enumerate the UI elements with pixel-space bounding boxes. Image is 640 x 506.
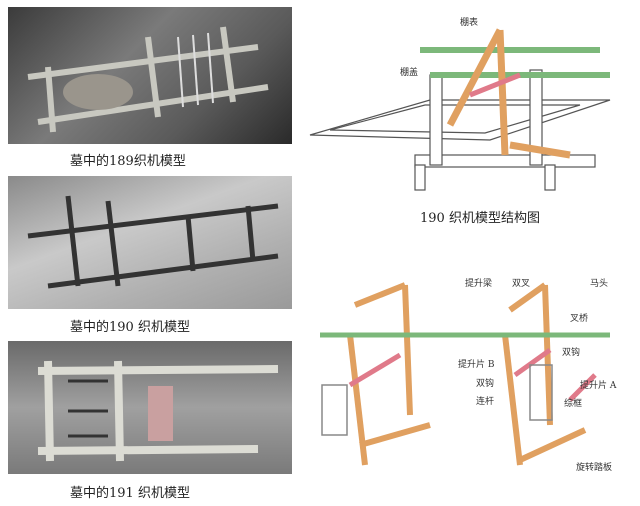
photo-loom-190 [8,176,292,309]
label-horse-head: 马头 [590,279,609,289]
label-double-hook-right: 双钩 [562,348,581,358]
label-connecting-rod: 连杆 [476,397,495,407]
label-double-fork: 双叉 [512,279,531,289]
caption-diagram-190: 190 织机模型结构图 [420,211,540,226]
diagram-190-structure: 棚表 棚盖 [300,5,635,200]
photo-loom-189 [8,7,292,144]
diagram-loom-mechanism: 提升梁 双叉 马头 叉桥 双钩 提升片 B 双钩 提升片 A 连杆 综框 旋转踏… [300,265,640,480]
loom-191-sketch [37,360,279,462]
label-heddle-frame: 综框 [564,399,583,409]
photo-loom-191 [8,341,292,474]
loom-190-sketch [27,195,279,289]
label-lift-piece-b: 提升片 B [458,360,495,370]
label-lift-piece-a: 提升片 A [580,381,617,391]
mechanism-drawing [320,282,610,466]
caption-191: 墓中的191 织机模型 [70,486,190,501]
label-left: 棚盖 [400,68,419,78]
label-double-hook-left: 双钩 [476,379,495,389]
label-fork-bridge: 叉桥 [570,314,589,324]
label-lift-beam: 提升梁 [465,279,493,289]
label-rotating-treadle: 旋转踏板 [576,463,613,473]
structure-drawing [309,28,611,191]
caption-190: 墓中的190 织机模型 [70,320,190,335]
loom-189-sketch [27,26,269,133]
caption-189: 墓中的189织机模型 [70,154,186,169]
label-top: 棚表 [460,18,479,28]
